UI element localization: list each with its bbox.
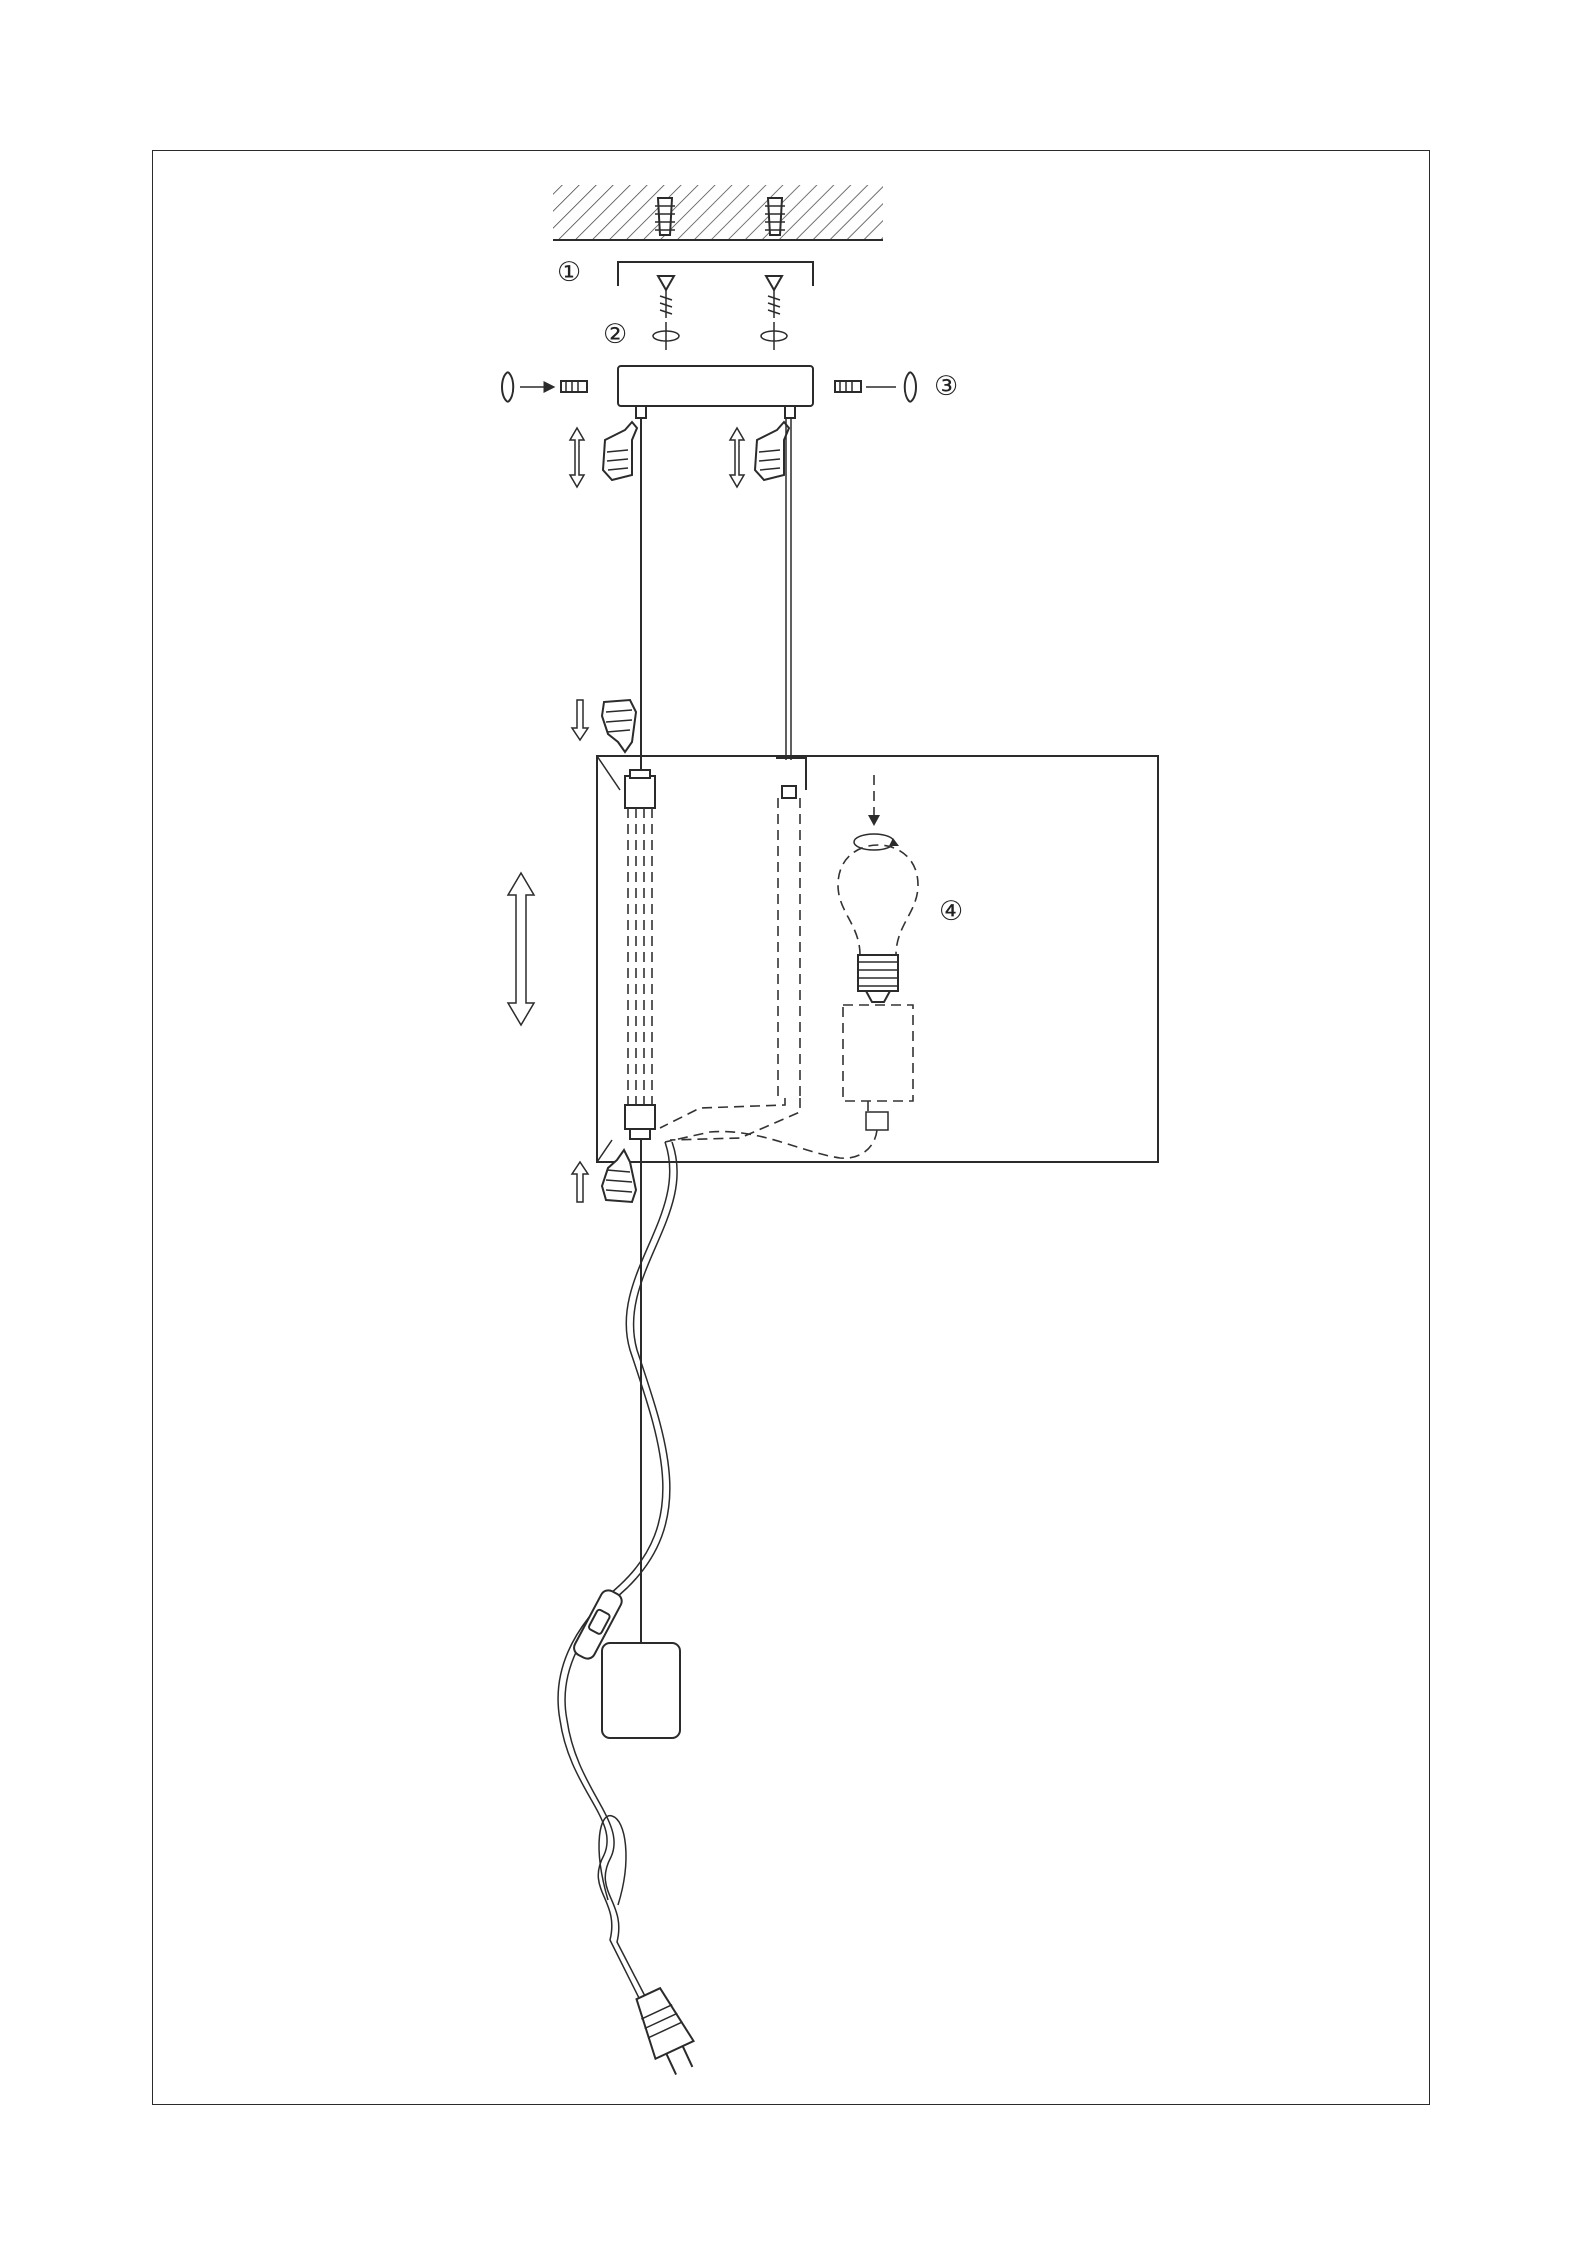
pointing-hand-icon <box>602 1150 636 1202</box>
step-1-marker: ① <box>557 257 581 288</box>
wood-screw-icon <box>766 276 782 318</box>
set-screw-icon <box>835 381 861 392</box>
set-screw-icon <box>561 381 587 392</box>
cap-icon <box>502 372 513 402</box>
step-2-marker: ② <box>603 319 627 350</box>
pointing-hand-icon <box>755 422 789 480</box>
down-arrow-icon <box>572 700 588 740</box>
power-cord <box>558 1142 677 2000</box>
euro-plug-icon <box>629 1985 703 2080</box>
counterweight <box>602 1643 680 1738</box>
rod-left <box>625 770 655 1139</box>
cable-gripper <box>636 406 646 418</box>
wood-screw-icon <box>658 276 674 318</box>
double-arrow-icon <box>570 428 584 487</box>
canopy <box>618 366 813 406</box>
cap-icon <box>905 372 916 402</box>
washer-icon <box>761 322 787 350</box>
wall-plug-icon <box>765 198 785 235</box>
mounting-bracket <box>618 262 813 286</box>
up-arrow-icon <box>572 1162 588 1202</box>
pointing-hand-icon <box>602 700 636 752</box>
washer-icon <box>653 322 679 350</box>
cable-gripper <box>785 406 795 418</box>
ceiling <box>553 185 883 240</box>
step-4-marker: ④ <box>939 896 963 927</box>
step-3-marker: ③ <box>934 371 958 402</box>
rod-right <box>776 758 806 1098</box>
pointing-hand-icon <box>603 422 637 480</box>
wall-plug-icon <box>655 198 675 235</box>
double-arrow-icon <box>508 873 534 1025</box>
double-arrow-icon <box>730 428 744 487</box>
lamp-socket <box>843 1005 913 1130</box>
light-bulb-icon <box>838 845 918 1002</box>
internal-wiring <box>660 1098 877 1158</box>
